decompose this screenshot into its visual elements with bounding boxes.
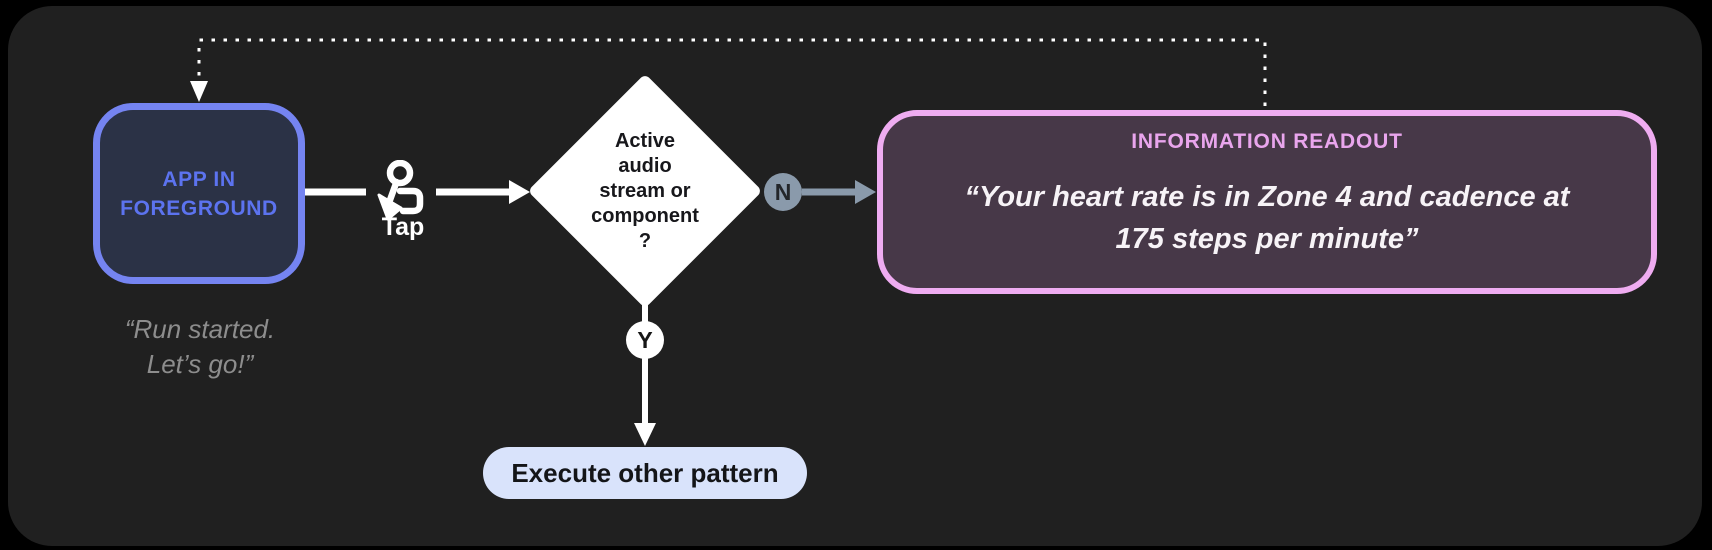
app-node-label-line1: APP IN [162,167,236,191]
decision-node: Active audio stream or component ? [527,73,763,309]
tap-gesture-icon [377,160,424,221]
app-node-label: APP IN FOREGROUND [120,165,278,223]
readout-quote: “Your heart rate is in Zone 4 and cadenc… [883,176,1651,260]
decision-line5: ? [638,229,652,252]
no-branch-badge: N [764,173,802,211]
decision-line3: stream or [599,179,691,202]
readout-quote-line2: 175 steps per minute” [1115,223,1419,255]
execute-arrowhead-icon [634,423,656,446]
caption-line1: “Run started. [124,314,276,344]
decision-arrowhead-icon [509,180,530,204]
decision-line2: audio [618,154,672,177]
readout-quote-line1: “Your heart rate is in Zone 4 and cadenc… [964,181,1570,213]
app-in-foreground-node: APP IN FOREGROUND [93,103,305,284]
loopback-arrowhead-icon [190,81,208,102]
decision-line4: component [591,204,699,227]
decision-line1: Active [614,129,676,152]
information-readout-node: INFORMATION READOUT “Your heart rate is … [877,110,1657,294]
decision-label: Active audio stream or component ? [528,74,762,308]
tap-label: Tap [381,213,425,241]
run-started-caption: “Run started. Let’s go!” [55,312,345,382]
readout-title: INFORMATION READOUT [1131,130,1403,153]
app-node-label-line2: FOREGROUND [120,196,278,220]
caption-line2: Let’s go!” [146,349,254,379]
execute-other-pattern-node: Execute other pattern [483,447,807,499]
readout-arrowhead-icon [855,180,876,204]
yes-branch-badge: Y [626,321,664,359]
